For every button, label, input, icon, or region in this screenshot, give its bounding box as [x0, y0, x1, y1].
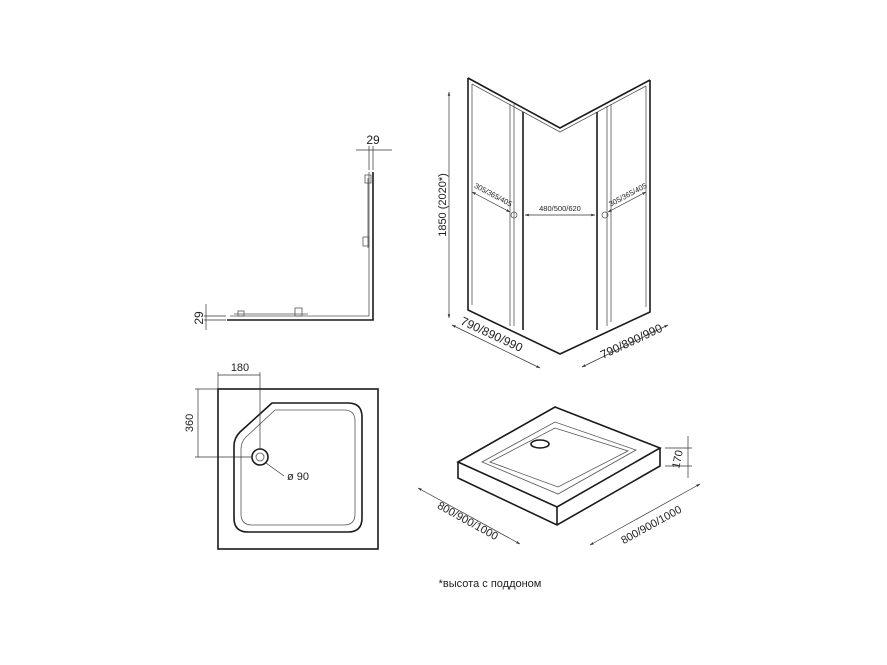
- tray-dim-y: 360: [184, 414, 196, 432]
- tray-left-size: 800/900/1000: [435, 500, 500, 543]
- cabin-plan-view: 29 29: [192, 133, 392, 330]
- tray-3d-view: 170 800/900/1000 800/900/1000: [417, 406, 701, 547]
- footnote: *высота с поддоном: [439, 578, 542, 590]
- cabin-right-width: 790/890/990: [598, 321, 665, 362]
- left-opening-label: 305/365/405: [473, 181, 514, 209]
- tray-plan-view: 180 360 ø 90: [184, 362, 379, 550]
- cabin-left-width: 790/890/990: [458, 314, 525, 355]
- tray-right-size: 800/900/1000: [619, 504, 684, 547]
- plan-dim-left: 29: [192, 311, 206, 325]
- cabin-3d-view: 1850 (2020*) 480/500/620 305/365/405 305…: [437, 77, 669, 369]
- cabin-height-label: 1850 (2020*): [437, 173, 449, 237]
- tray-dim-x: 180: [231, 362, 249, 374]
- drain-diameter: ø 90: [287, 471, 309, 483]
- plan-dim-top: 29: [366, 133, 380, 147]
- tray-height-label: 170: [670, 449, 686, 469]
- right-opening-label: 305/365/405: [607, 181, 648, 209]
- center-opening-label: 480/500/620: [539, 204, 581, 213]
